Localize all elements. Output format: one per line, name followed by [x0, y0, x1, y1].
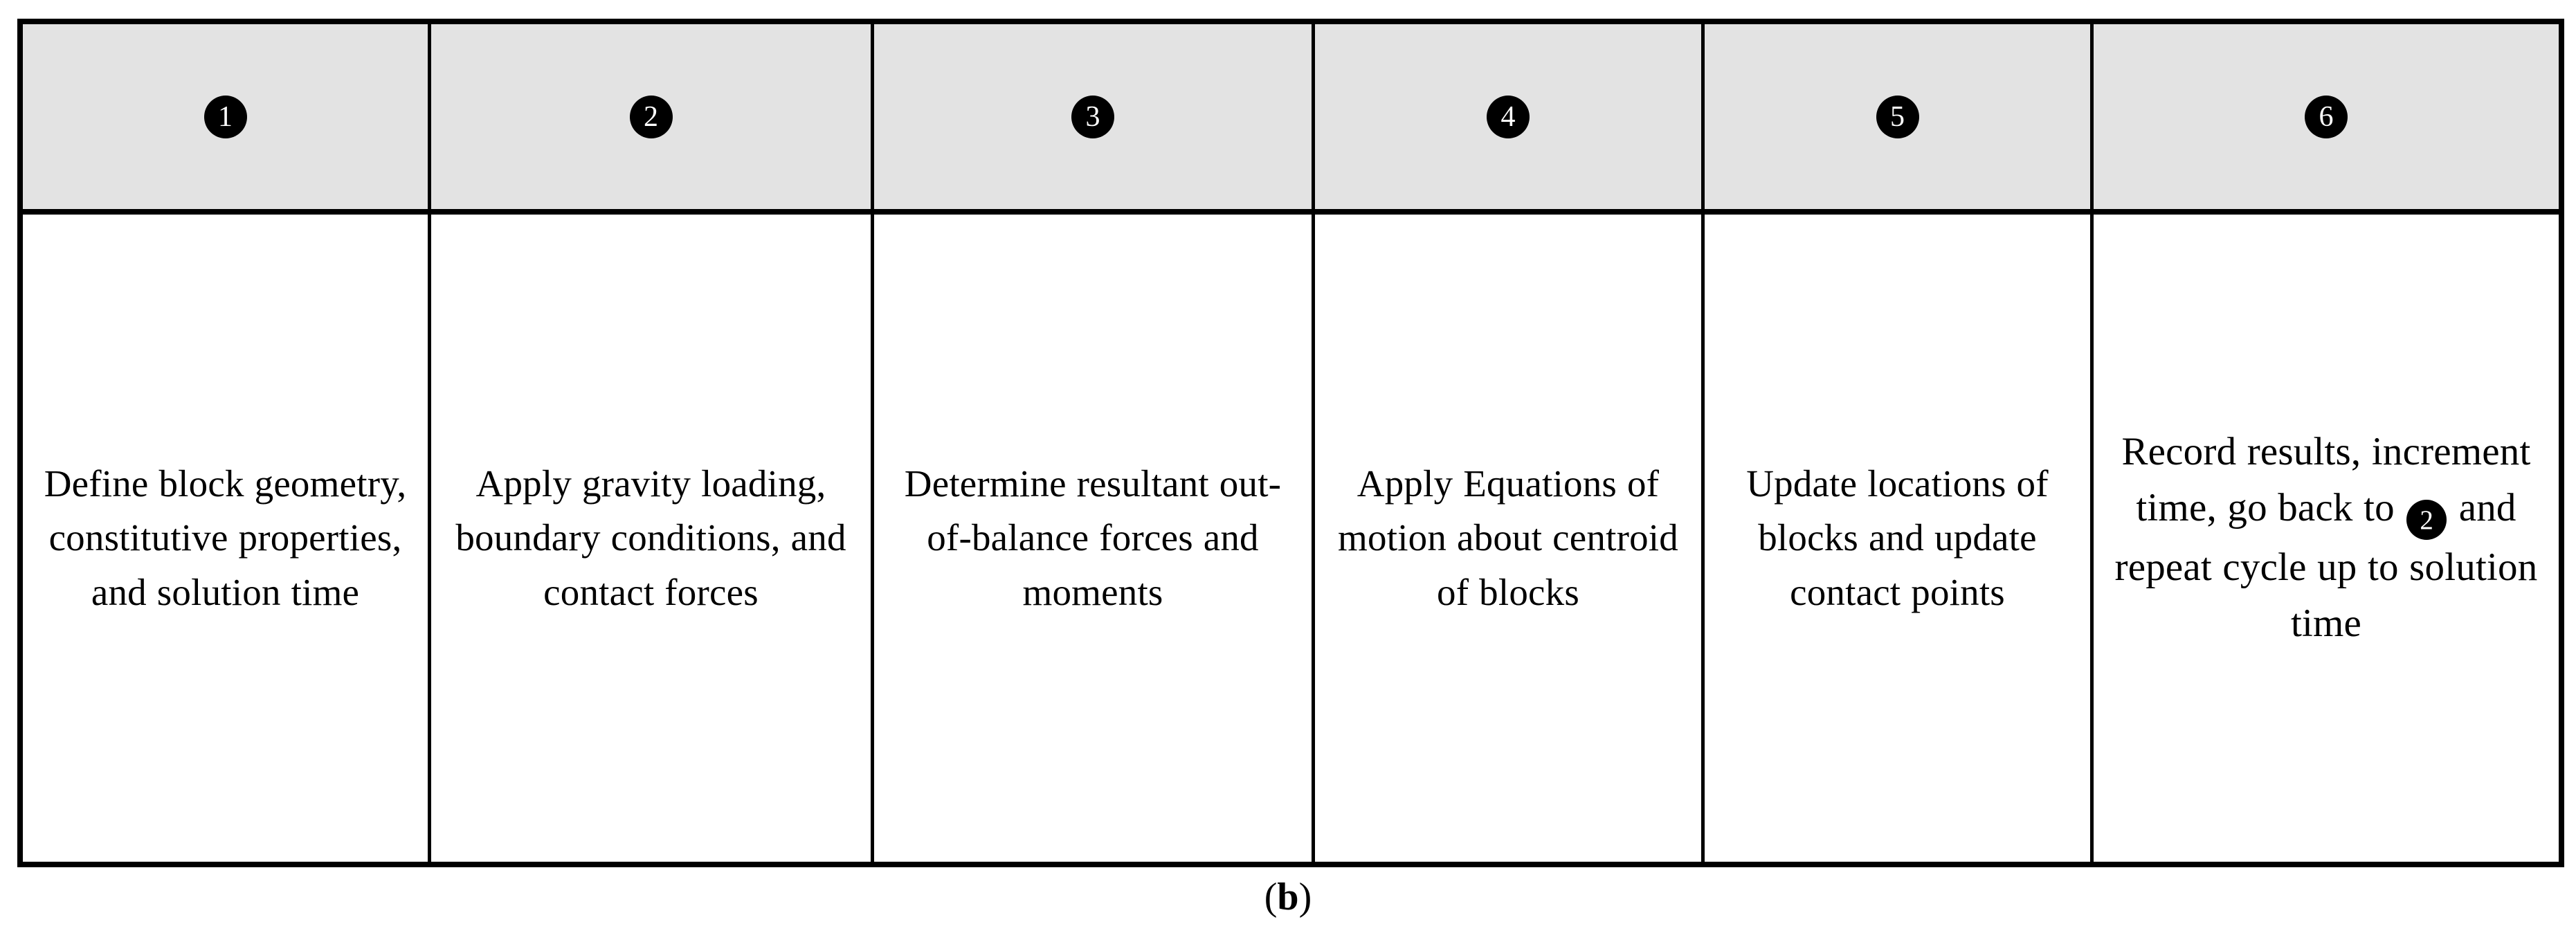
circled-number-2-inline-icon: 2 — [2406, 500, 2447, 541]
step-6-text-before-badge: Record results, increment time, go back … — [2121, 429, 2531, 529]
figure-caption: (b) — [0, 878, 2576, 916]
calculation-cycle-table: 1 2 3 4 5 6 Define block geometry, const… — [17, 19, 2564, 867]
header-cell-step-2: 2 — [431, 24, 874, 209]
header-cell-step-3: 3 — [874, 24, 1315, 209]
circled-number-1-icon: 1 — [203, 95, 247, 138]
body-cell-step-1: Define block geometry, constitutive prop… — [23, 215, 431, 862]
header-cell-step-4: 4 — [1315, 24, 1705, 209]
caption-close-paren: ) — [1298, 876, 1312, 918]
caption-open-paren: ( — [1264, 876, 1278, 918]
step-3-description: Determine resultant out-of-balance force… — [904, 462, 1282, 613]
circled-number-3-icon: 3 — [1071, 95, 1114, 138]
circled-number-4-icon: 4 — [1487, 95, 1530, 138]
body-cell-step-5: Update locations of blocks and update co… — [1705, 215, 2094, 862]
step-2-description: Apply gravity loading, boundary conditio… — [455, 462, 846, 613]
header-cell-step-6: 6 — [2094, 24, 2559, 209]
table-header-row: 1 2 3 4 5 6 — [23, 24, 2559, 215]
step-6-text-after-badge: and repeat cycle up to solution time — [2114, 485, 2538, 646]
body-cell-step-3: Determine resultant out-of-balance force… — [874, 215, 1315, 862]
caption-letter: b — [1277, 876, 1299, 918]
step-5-description: Update locations of blocks and update co… — [1746, 462, 2049, 613]
header-cell-step-5: 5 — [1705, 24, 2094, 209]
circled-number-5-icon: 5 — [1876, 95, 1919, 138]
table-body-row: Define block geometry, constitutive prop… — [23, 215, 2559, 862]
body-cell-step-2: Apply gravity loading, boundary conditio… — [431, 215, 874, 862]
step-4-description: Apply Equations of motion about centroid… — [1338, 462, 1678, 613]
step-6-description: Record results, increment time, go back … — [2109, 424, 2543, 652]
header-cell-step-1: 1 — [23, 24, 431, 209]
body-cell-step-4: Apply Equations of motion about centroid… — [1315, 215, 1705, 862]
body-cell-step-6: Record results, increment time, go back … — [2094, 215, 2559, 862]
circled-number-2-icon: 2 — [629, 95, 673, 138]
step-1-description: Define block geometry, constitutive prop… — [44, 462, 407, 613]
circled-number-6-icon: 6 — [2305, 95, 2348, 138]
